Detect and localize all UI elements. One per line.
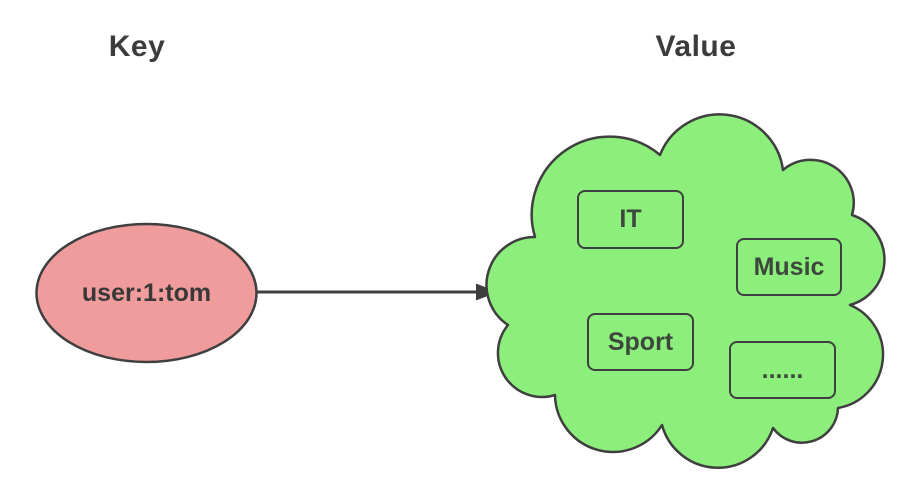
key-heading: Key bbox=[108, 30, 166, 63]
value-item-sport: Sport bbox=[587, 313, 694, 371]
value-item-more: ...... bbox=[729, 341, 836, 399]
value-item-it: IT bbox=[577, 190, 684, 249]
key-ellipse-label: user:1:tom bbox=[81, 278, 212, 307]
value-item-music: Music bbox=[736, 238, 842, 296]
key-ellipse bbox=[35, 222, 258, 364]
value-heading: Value bbox=[655, 30, 737, 63]
value-cloud-shape bbox=[485, 113, 886, 469]
